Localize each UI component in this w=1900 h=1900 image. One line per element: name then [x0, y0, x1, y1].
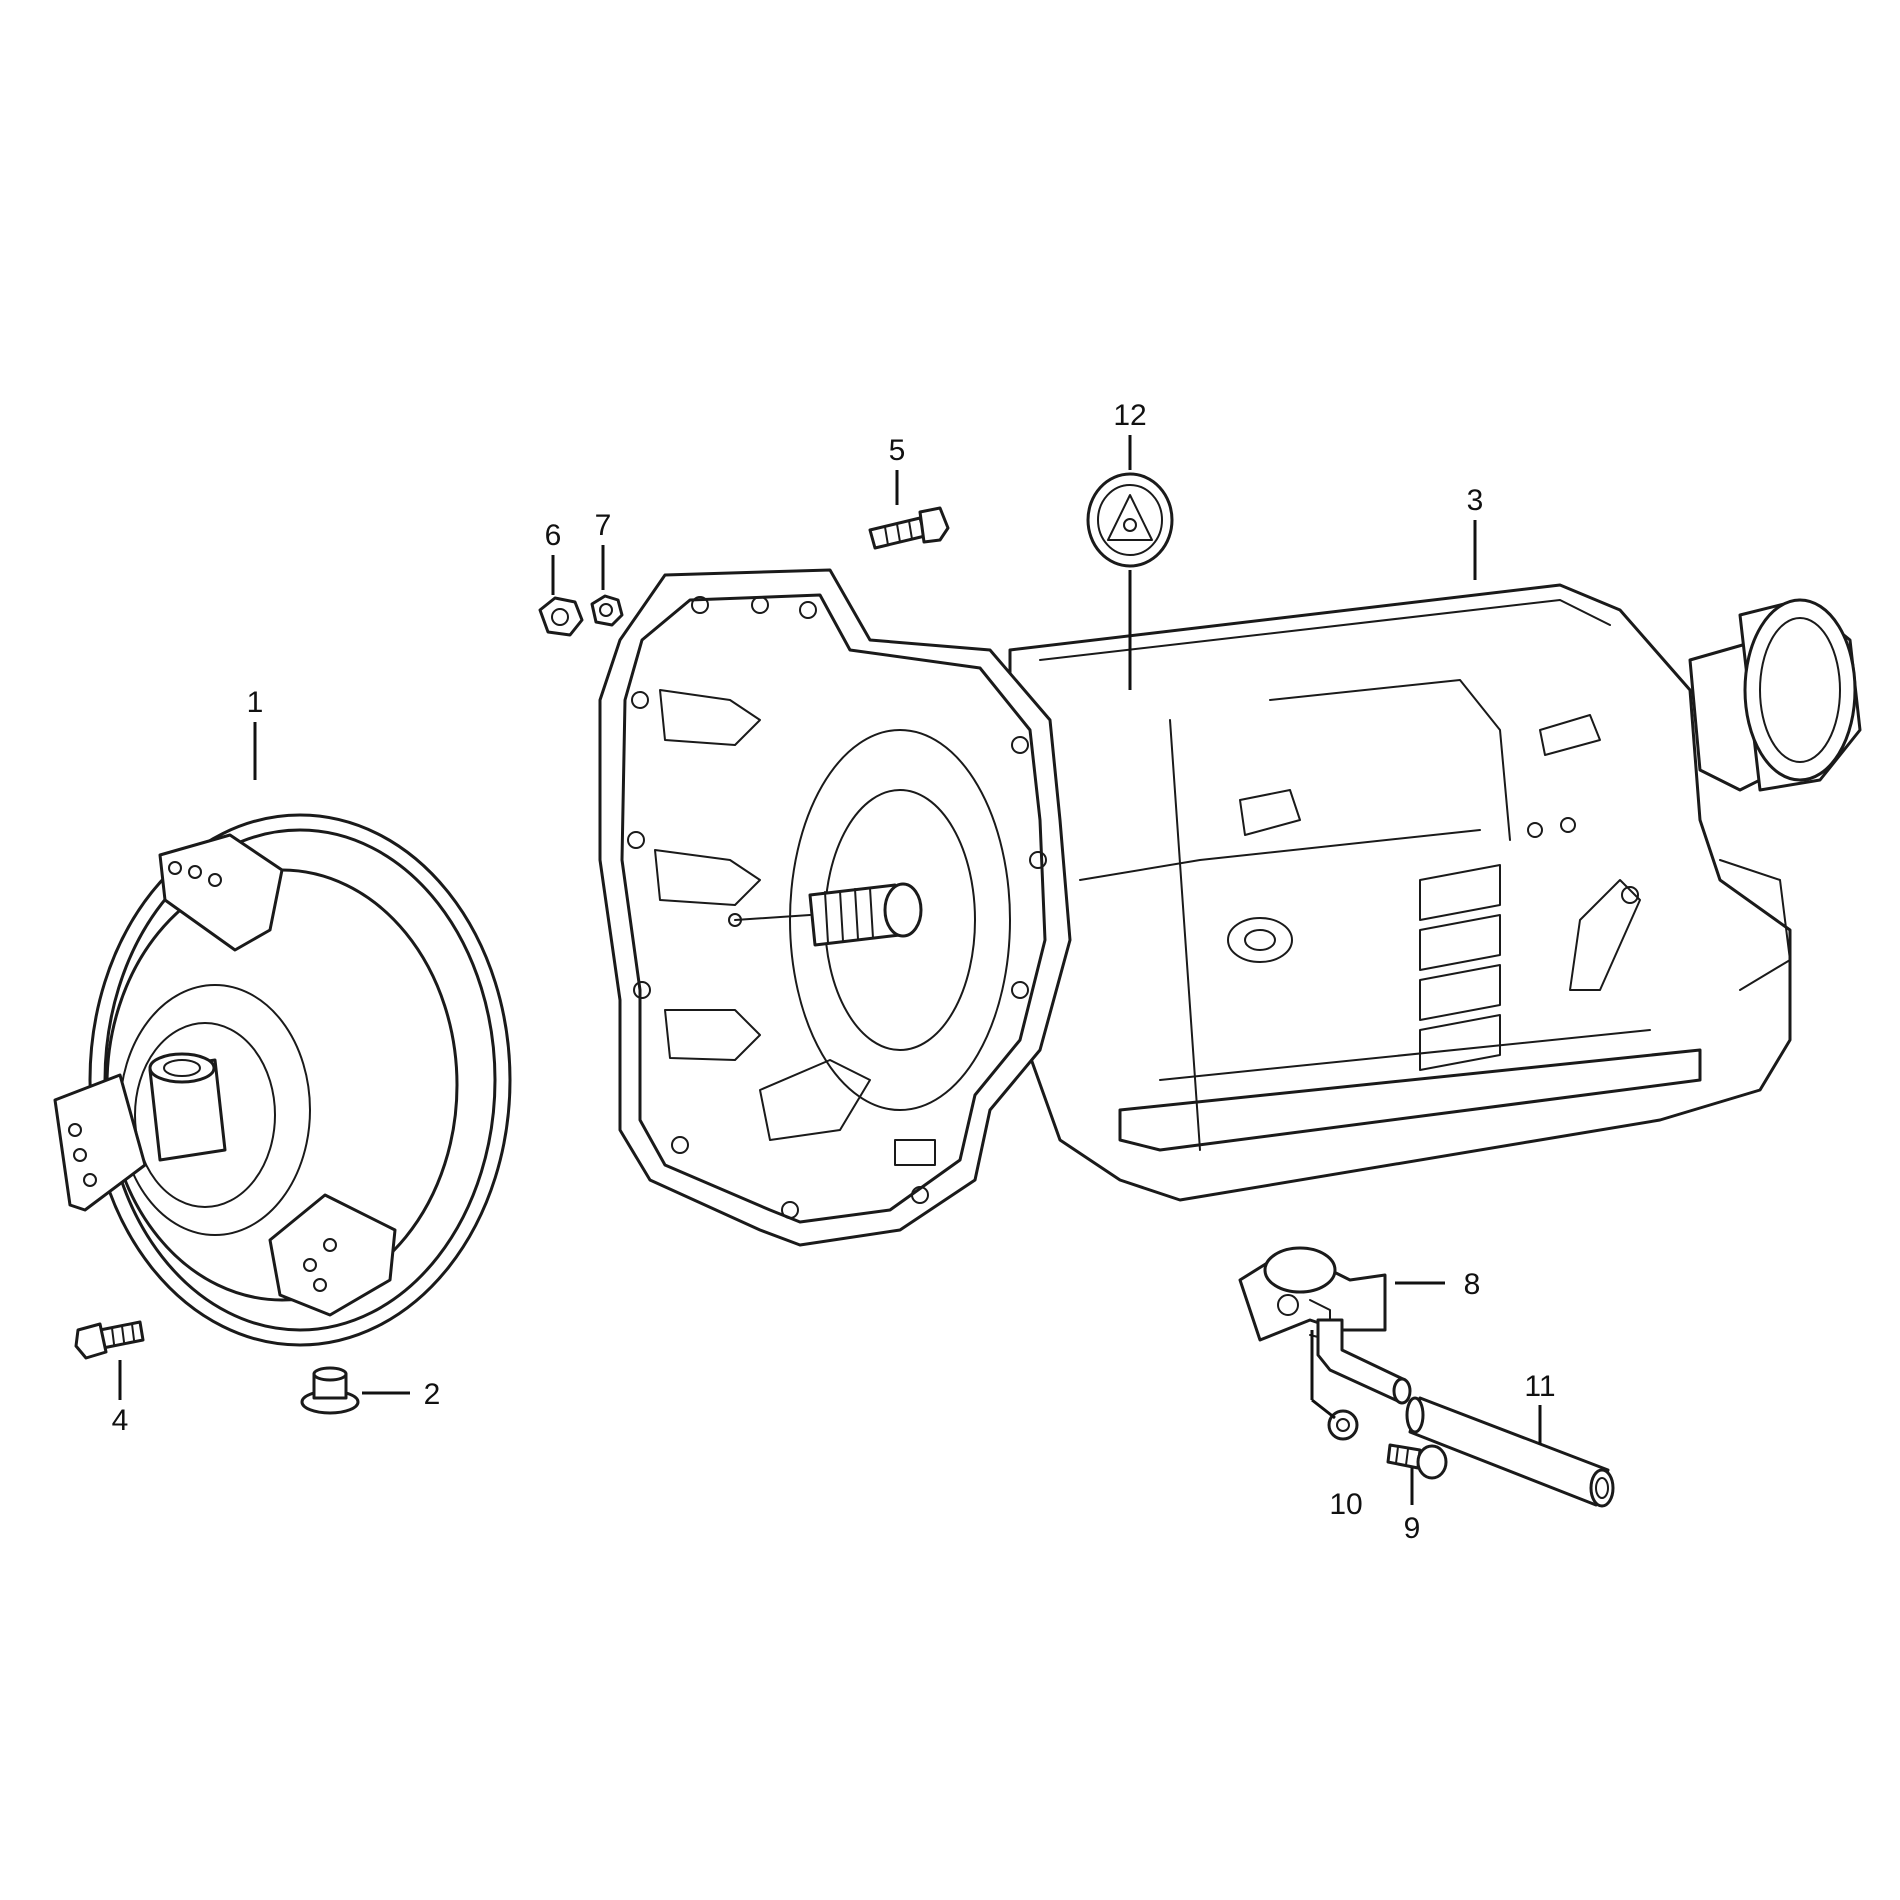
callout-2: 2 — [424, 1378, 441, 1411]
callout-12: 12 — [1113, 399, 1146, 432]
callout-labels: 1 2 3 4 5 6 7 8 9 10 11 12 — [112, 399, 1556, 1545]
callout-4: 4 — [112, 1404, 129, 1437]
part-cover-plug — [1086, 472, 1174, 568]
callout-1: 1 — [247, 686, 264, 719]
part-pipe — [1405, 1396, 1615, 1508]
part-drain-plug — [300, 1366, 360, 1415]
leader-lines — [118, 435, 1542, 1505]
part-bracket — [1238, 1246, 1387, 1342]
part-torque-converter — [53, 813, 512, 1347]
callout-5: 5 — [889, 434, 906, 467]
callout-3: 3 — [1467, 484, 1484, 517]
part-nut-10 — [1327, 1409, 1359, 1441]
part-washer-7 — [590, 594, 624, 627]
callout-9: 9 — [1404, 1512, 1421, 1545]
callout-11: 11 — [1524, 1370, 1555, 1403]
part-transmission-housing — [1008, 583, 1862, 1202]
part-screw — [868, 506, 950, 550]
callout-7: 7 — [595, 509, 612, 542]
part-nut-6 — [538, 596, 584, 637]
part-converter-bolt — [74, 1320, 145, 1360]
part-bell-housing — [598, 568, 1072, 1247]
part-bent-tube — [1316, 1318, 1412, 1405]
callout-6: 6 — [545, 519, 562, 552]
callout-10: 10 — [1329, 1488, 1362, 1521]
callout-8: 8 — [1464, 1268, 1481, 1301]
part-bolt-9 — [1386, 1443, 1448, 1480]
